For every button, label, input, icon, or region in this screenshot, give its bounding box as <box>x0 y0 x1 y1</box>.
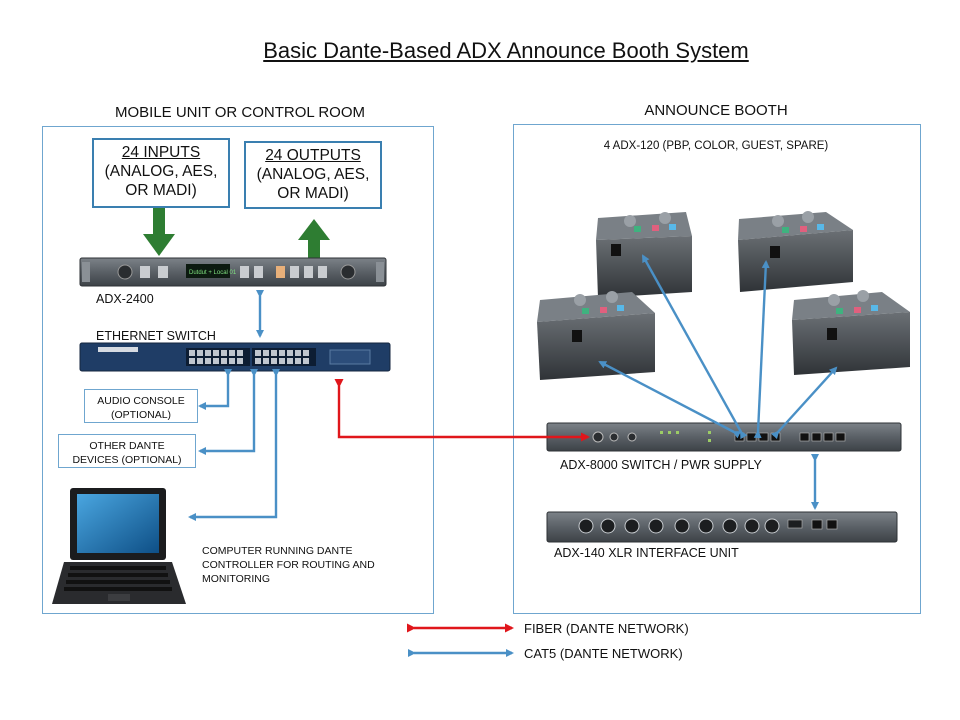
adx8000-label: ADX-8000 SWITCH / PWR SUPPLY <box>560 458 762 472</box>
right-section-label: ANNOUNCE BOOTH <box>644 102 788 119</box>
fiber-connection <box>334 379 590 442</box>
outputs-box: 24 OUTPUTS (ANALOG, AES, OR MADI) <box>244 141 382 209</box>
audio-input-arrow <box>143 208 175 256</box>
outputs-line3: OR MADI) <box>277 185 349 202</box>
diagram-title: Basic Dante-Based ADX Announce Booth Sys… <box>263 38 749 63</box>
outputs-title: 24 OUTPUTS <box>265 147 361 164</box>
computer-label-line2: CONTROLLER FOR ROUTING AND <box>202 559 375 571</box>
computer-label-line3: MONITORING <box>202 573 271 585</box>
adx140-device <box>546 511 898 543</box>
audio-console-box: AUDIO CONSOLE (OPTIONAL) <box>84 389 198 423</box>
adx120-unit-right <box>792 290 910 375</box>
audio-console-line1: AUDIO CONSOLE <box>97 395 185 407</box>
audio-console-line2: (OPTIONAL) <box>110 409 172 421</box>
inputs-box: 24 INPUTS (ANALOG, AES, OR MADI) <box>92 138 230 208</box>
inputs-line2: (ANALOG, AES, <box>104 163 218 180</box>
ethernet-switch-label: ETHERNET SWITCH <box>96 329 216 343</box>
adx120-unit-top-left <box>596 212 692 298</box>
other-dante-line1: OTHER DANTE <box>89 440 165 452</box>
inputs-title: 24 INPUTS <box>121 144 201 161</box>
left-section-label: MOBILE UNIT OR CONTROL ROOM <box>114 104 366 121</box>
adx120-unit-top-right <box>738 211 853 292</box>
computer-label-line1: COMPUTER RUNNING DANTE <box>202 545 353 557</box>
svg-text:Dutdut + Local 01: Dutdut + Local 01 <box>189 270 237 276</box>
other-dante-line2: DEVICES (OPTIONAL) <box>72 454 182 466</box>
legend-fiber-label: FIBER (DANTE NETWORK) <box>524 621 689 636</box>
adx140-label: ADX-140 XLR INTERFACE UNIT <box>554 546 739 560</box>
legend-cat5-label: CAT5 (DANTE NETWORK) <box>524 646 683 661</box>
adx120-label: 4 ADX-120 (PBP, COLOR, GUEST, SPARE) <box>603 140 829 152</box>
inputs-line3: OR MADI) <box>125 182 197 199</box>
adx120-unit-left <box>537 291 655 380</box>
adx2400-device: Dutdut + Local 01 <box>79 257 387 287</box>
ethernet-switch-device <box>79 342 391 372</box>
audio-output-arrow <box>298 219 330 260</box>
computer-label: COMPUTER RUNNING DANTE CONTROLLER FOR RO… <box>202 544 402 586</box>
laptop-computer <box>52 488 186 604</box>
outputs-line2: (ANALOG, AES, <box>256 166 370 183</box>
other-dante-box: OTHER DANTE DEVICES (OPTIONAL) <box>58 434 196 468</box>
adx2400-label: ADX-2400 <box>96 292 154 306</box>
